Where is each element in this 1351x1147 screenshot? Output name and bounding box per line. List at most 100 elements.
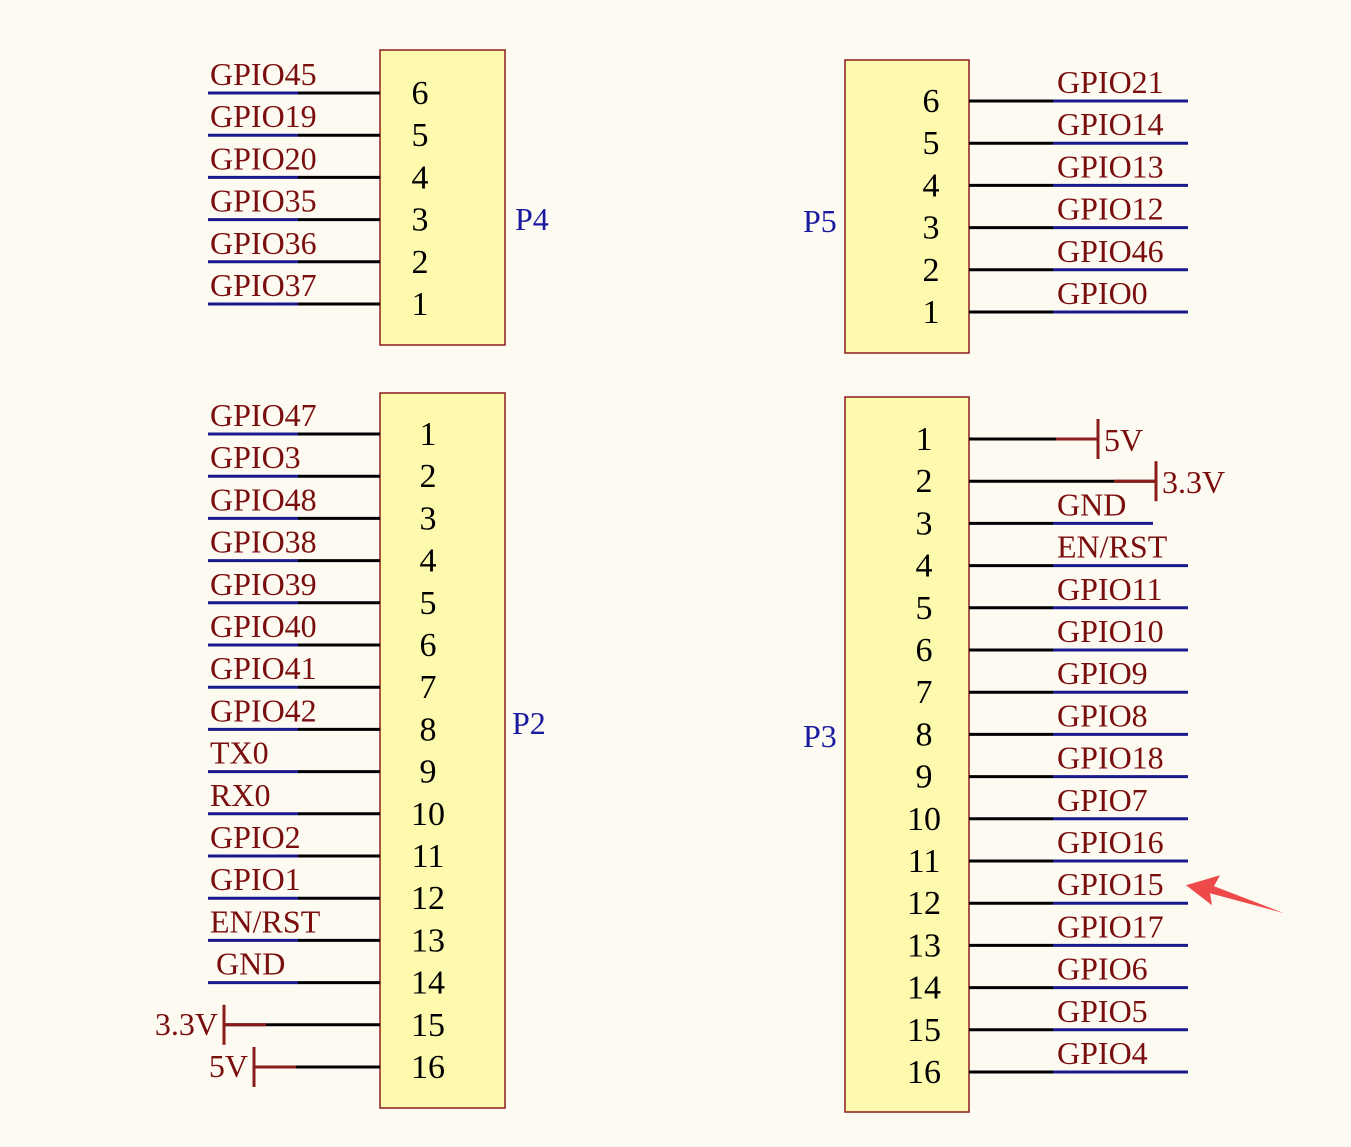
pin-number: 4 (923, 167, 940, 204)
connector-p5: P56GPIO215GPIO144GPIO133GPIO122GPIO461GP… (803, 59, 1188, 354)
pin-number: 3 (923, 210, 940, 247)
net-label: GPIO46 (1057, 233, 1164, 269)
net-label: GPIO35 (210, 183, 317, 219)
pin-number: 15 (411, 1007, 445, 1044)
pin-number: 5 (916, 590, 933, 627)
net-label: TX0 (210, 735, 269, 771)
net-label: GND (1057, 486, 1126, 522)
net-label: GPIO0 (1057, 275, 1148, 311)
net-label: GPIO8 (1057, 697, 1148, 733)
net-label: GPIO38 (210, 524, 317, 560)
net-label: GPIO4 (1057, 1035, 1148, 1071)
net-label: GPIO42 (210, 692, 317, 728)
pin-number: 2 (916, 463, 933, 500)
pin-number: 14 (907, 970, 941, 1007)
power-label: 5V (209, 1048, 248, 1084)
pin-number: 4 (412, 159, 429, 196)
connector-designator: P3 (803, 718, 837, 754)
pin-number: 8 (916, 716, 933, 753)
pin-number: 5 (923, 125, 940, 162)
connector-body (379, 392, 506, 1109)
pin-number: 15 (907, 1012, 941, 1049)
net-label: GPIO19 (210, 98, 317, 134)
pin-number: 1 (916, 421, 933, 458)
power-label: 5V (1104, 422, 1143, 458)
net-label: GPIO7 (1057, 782, 1148, 818)
pin-number: 11 (412, 838, 445, 875)
pin-number: 1 (420, 416, 437, 453)
pin-number: 1 (412, 286, 429, 323)
net-label: GPIO1 (210, 861, 301, 897)
net-label: RX0 (210, 777, 270, 813)
net-label: EN/RST (1057, 529, 1168, 565)
pin-row: 1 5V (916, 419, 1143, 459)
pin-number: 4 (420, 543, 437, 580)
connector-body (844, 396, 970, 1113)
pin-number: 2 (420, 458, 437, 495)
net-label: GPIO36 (210, 225, 317, 261)
pin-number: 3 (420, 500, 437, 537)
pin-row: 4EN/RST (916, 529, 1188, 585)
pin-number: 6 (923, 83, 940, 120)
pin-number: 6 (916, 632, 933, 669)
net-label: GPIO47 (210, 397, 317, 433)
pin-number: 3 (916, 505, 933, 542)
net-label: GPIO2 (210, 819, 301, 855)
net-label: GND (216, 946, 285, 982)
net-label-highlighted: GPIO15 (1057, 866, 1164, 902)
pin-row: 3 GPIO48 (208, 481, 437, 537)
pin-number: 7 (916, 674, 933, 711)
pin-row: 4 GPIO38 (208, 524, 437, 580)
pin-number: 7 (420, 669, 437, 706)
net-label: GPIO37 (210, 267, 317, 303)
net-label: GPIO11 (1057, 571, 1162, 607)
pin-row: 8 GPIO42 (208, 692, 437, 748)
net-label: GPIO20 (210, 140, 317, 176)
pin-row: 9 TX0 (208, 735, 437, 791)
pin-row: 1 GPIO37 (208, 267, 429, 323)
net-label: GPIO39 (210, 566, 317, 602)
pin-row: 1 GPIO47 (208, 397, 437, 453)
pin-number: 5 (412, 117, 429, 154)
connector-body (379, 49, 506, 346)
connector-p2: P21GPIO472GPIO33GPIO484GPIO385GPIO396GPI… (155, 392, 546, 1109)
connectors-layer: P46GPIO455GPIO194GPIO203GPIO352GPIO361GP… (155, 49, 1284, 1113)
net-label: GPIO45 (210, 56, 317, 92)
pin-row: 5 GPIO19 (208, 98, 429, 154)
pin-row: 15 GPIO5 (907, 993, 1188, 1049)
pin-number: 9 (420, 754, 437, 791)
pin-number: 6 (420, 627, 437, 664)
net-label: GPIO21 (1057, 64, 1164, 100)
net-label: GPIO16 (1057, 824, 1164, 860)
net-label: GPIO48 (210, 481, 317, 517)
pin-number: 2 (923, 252, 940, 289)
pin-number: 3 (412, 202, 429, 239)
pin-row: 16 5V (209, 1047, 445, 1087)
pin-row: 3 GND (916, 486, 1153, 542)
pin-number: 8 (420, 711, 437, 748)
pin-row: 2 GPIO46 (923, 233, 1188, 289)
pin-number: 14 (411, 965, 445, 1002)
pin-row: 11 GPIO2 (208, 819, 444, 875)
connector-designator: P2 (512, 705, 546, 741)
connector-designator: P5 (803, 203, 837, 239)
pin-number: 16 (411, 1049, 445, 1086)
connector-body (844, 59, 970, 354)
pin-row: 6 GPIO21 (923, 64, 1188, 120)
pin-number: 13 (907, 927, 941, 964)
net-label: GPIO5 (1057, 993, 1148, 1029)
pin-number: 12 (907, 885, 941, 922)
pin-row: 12 GPIO15 (907, 866, 1284, 922)
pin-number: 6 (412, 75, 429, 112)
pin-number: 2 (412, 244, 429, 281)
pin-number: 1 (923, 294, 940, 331)
